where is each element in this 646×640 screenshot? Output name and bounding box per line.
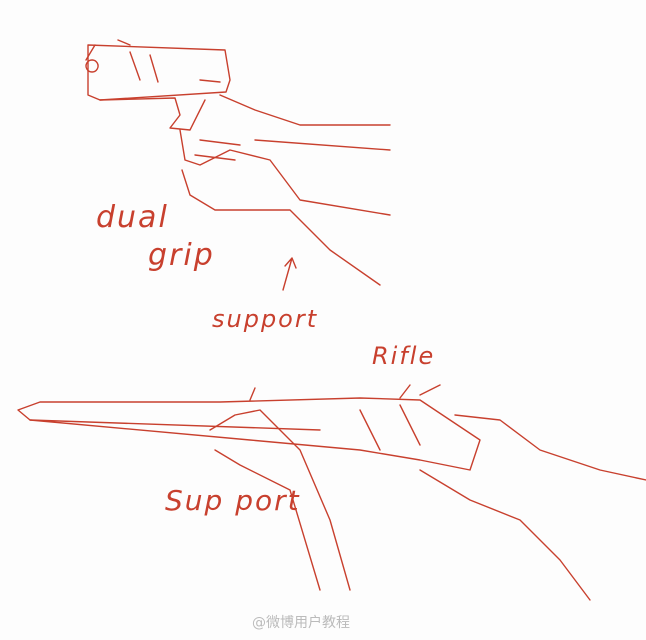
support-label-bottom: Sup port bbox=[165, 484, 301, 517]
watermark: @微博用户教程 bbox=[252, 615, 350, 631]
support-label-top: support bbox=[212, 305, 319, 333]
grip-label: grip bbox=[148, 238, 215, 273]
rifle-label: Rifle bbox=[372, 342, 436, 370]
dual-label: dual bbox=[96, 200, 169, 235]
